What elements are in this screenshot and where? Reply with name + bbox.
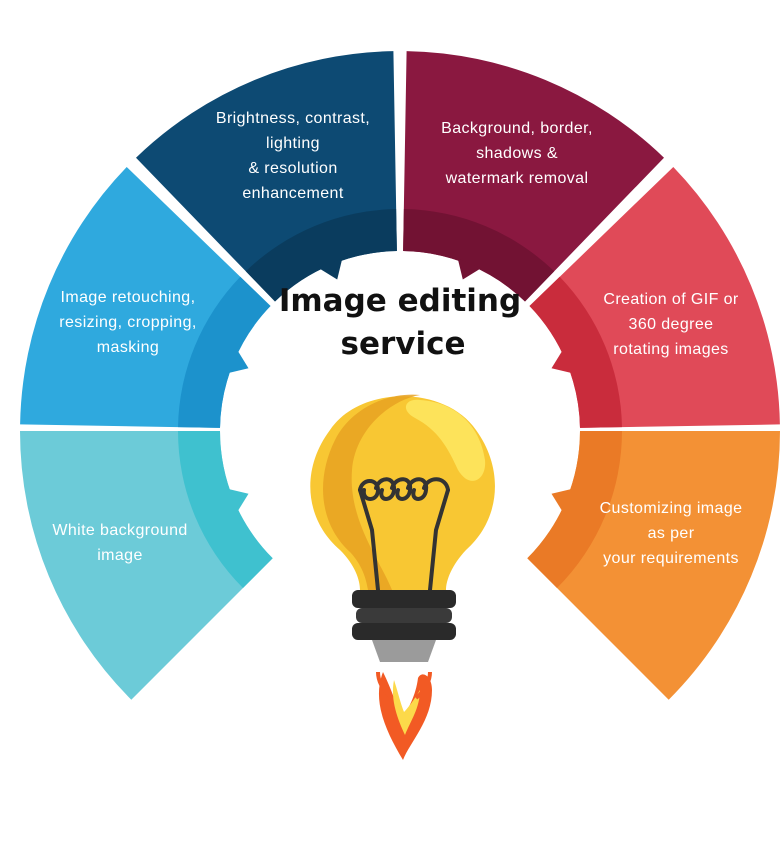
segment-brightness-label: Brightness, contrast, lighting & resolutio… [216,110,370,202]
segment-retouching-label-line: resizing, cropping, [59,314,196,331]
segment-brightness-label-line: & resolution [248,160,337,177]
segment-gif-360-label-line: rotating images [613,341,728,358]
diagram-title-line2: service [341,326,466,362]
segment-background-removal-label-line: shadows & [476,145,558,162]
segment-white-bg: White background image [20,431,273,700]
segment-background-removal-inner-band [403,209,555,302]
segment-retouching: Image retouching, resizing, cropping, mask… [20,167,271,428]
segment-gif-360-label-line: 360 degree [629,316,714,333]
segment-customizing-label: Customizing image as per your requirements [600,500,743,567]
bulb-highlight [405,399,486,481]
segment-brightness-inner-band [245,209,397,302]
segment-customizing-pointer [551,488,573,513]
segment-white-bg-label-line: image [97,547,143,564]
segment-customizing-label-line: your requirements [603,550,739,567]
light-bulb-icon [310,394,495,760]
diagram-title-line1: Image editing [279,283,521,319]
segment-white-bg-label-line: White background [52,522,187,539]
segment-retouching-label: Image retouching, resizing, cropping, mask… [59,289,196,356]
segment-white-bg-label: White background image [52,522,187,564]
segment-gif-360-label: Creation of GIF or 360 degree rotating ima… [603,291,739,358]
segment-background-removal: Background, border, shadows & watermark re… [403,51,664,302]
segment-gif-360-inner-band [529,276,622,428]
segment-white-bg-inner-band [178,431,273,588]
segment-brightness-label-line: lighting [266,135,320,152]
bulb-shade [323,394,420,590]
segment-retouching-label-line: Image retouching, [61,289,196,306]
segment-customizing-label-line: as per [648,525,695,542]
segment-retouching-inner-band [178,276,271,428]
segment-retouching-label-line: masking [97,339,159,356]
segment-brightness-pointer [318,258,343,280]
filament [358,477,450,592]
segment-background-removal-label: Background, border, shadows & watermark re… [441,120,593,187]
segment-brightness-label-line: Brightness, contrast, [216,110,370,127]
bulb-base [352,590,456,662]
segment-white-bg-pointer [227,488,249,513]
service-segments: White background image Image retouching, re… [20,51,780,700]
segment-gif-360: Creation of GIF or 360 degree rotating ima… [529,167,780,428]
segment-background-removal-label-line: watermark removal [445,170,589,187]
segment-brightness: Brightness, contrast, lighting & resolutio… [136,51,397,302]
segment-customizing-inner-band [527,431,623,588]
rocket-flame [376,671,432,760]
segment-brightness-label-line: enhancement [242,185,344,202]
segment-background-removal-pointer [457,258,482,280]
segment-gif-360-pointer [551,349,573,374]
segment-background-removal-label-line: Background, border, [441,120,593,137]
segment-retouching-pointer [227,349,249,374]
segment-customizing: Customizing image as per your requirements [527,431,780,700]
segment-customizing-label-line: Customizing image [600,500,743,517]
segment-gif-360-label-line: Creation of GIF or [603,291,739,308]
